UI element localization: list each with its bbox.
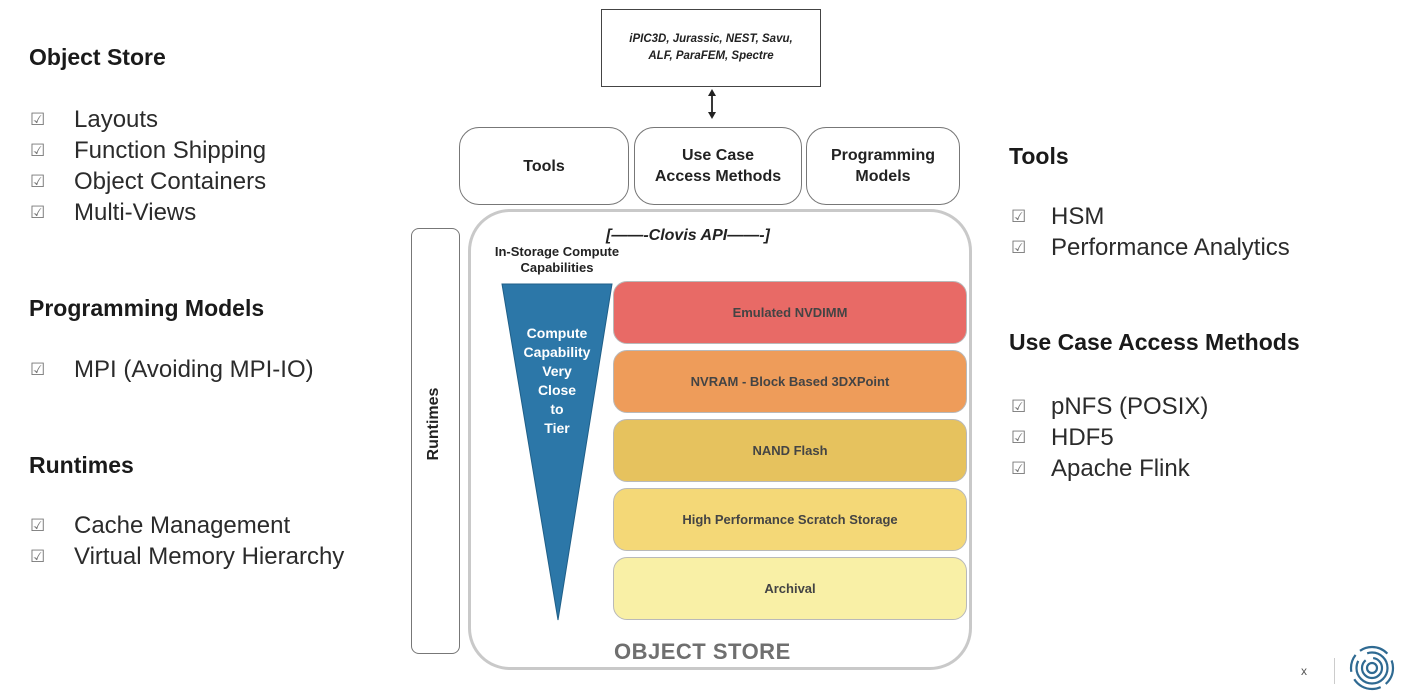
object-store-label: OBJECT STORE (614, 639, 791, 664)
list-item: ☑ HSM (1011, 201, 1290, 232)
tier-label: High Performance Scratch Storage (682, 512, 898, 527)
runtimes-bar (411, 228, 460, 654)
list-item: ☑ Layouts (30, 104, 266, 135)
double-arrow-icon (708, 89, 716, 119)
list-item-label: Virtual Memory Hierarchy (74, 543, 345, 570)
tier-label: Archival (764, 581, 816, 596)
use-case-box-line-1: Use Case (681, 147, 755, 164)
triangle-line: Compute (526, 325, 588, 341)
in-storage-compute-line-1: In-Storage Compute (494, 244, 620, 259)
footer-divider (1334, 658, 1335, 684)
programming-models-box: Programming Models (806, 127, 960, 205)
compute-capability-triangle (501, 283, 613, 621)
list-item-label: Object Containers (74, 168, 267, 195)
checkbox-icon: ☑ (30, 110, 46, 129)
list-item: ☑ Performance Analytics (1011, 232, 1290, 263)
checkbox-icon: ☑ (30, 172, 46, 191)
runtimes-bar-label: Runtimes (425, 387, 442, 461)
list-item: ☑ pNFS (POSIX) (1011, 391, 1208, 422)
object-store-heading: Object Store (29, 44, 166, 70)
checkbox-icon: ☑ (30, 203, 46, 222)
tools-list: ☑ HSM ☑ Performance Analytics (1011, 201, 1290, 263)
list-item-label: HSM (1051, 203, 1105, 230)
checkbox-icon: ☑ (1011, 459, 1027, 478)
triangle-line: to (550, 401, 564, 417)
use-case-heading: Use Case Access Methods (1009, 329, 1300, 355)
concentric-rings-logo-icon (1349, 645, 1395, 691)
tier-archival: Archival (613, 557, 967, 620)
triangle-line: Very (542, 363, 572, 379)
list-item-label: Layouts (74, 106, 159, 133)
checkbox-icon: ☑ (30, 516, 46, 535)
clovis-api-label: [——-Clovis API——-] (606, 227, 770, 244)
checkbox-icon: ☑ (30, 360, 46, 379)
programming-models-box-line-1: Programming (830, 147, 935, 164)
list-item-label: MPI (Avoiding MPI-IO) (74, 356, 314, 383)
checkbox-icon: ☑ (1011, 238, 1027, 257)
checkbox-icon: ☑ (1011, 207, 1027, 226)
list-item: ☑ Multi-Views (30, 197, 266, 228)
runtimes-heading: Runtimes (29, 452, 134, 478)
list-item: ☑ Apache Flink (1011, 453, 1208, 484)
in-storage-compute-line-2: Capabilities (520, 260, 594, 275)
tier-nvram: NVRAM - Block Based 3DXPoint (613, 350, 967, 413)
list-item: ☑ Object Containers (30, 166, 266, 197)
tools-box: Tools (459, 127, 629, 205)
list-item: ☑ Cache Management (30, 510, 344, 541)
triangle-line: Close (537, 382, 577, 398)
list-item: ☑ Function Shipping (30, 135, 266, 166)
tier-label: NVRAM - Block Based 3DXPoint (690, 374, 890, 389)
list-item-label: Apache Flink (1051, 455, 1190, 482)
list-item-label: Cache Management (74, 512, 291, 539)
programming-models-heading: Programming Models (29, 295, 265, 321)
tools-heading: Tools (1009, 143, 1069, 169)
applications-line-1: iPIC3D, Jurassic, NEST, Savu, (629, 33, 793, 45)
checkbox-icon: ☑ (1011, 397, 1027, 416)
list-item-label: Multi-Views (74, 199, 197, 226)
tools-box-label: Tools (523, 157, 565, 175)
tier-emulated-nvdimm: Emulated NVDIMM (613, 281, 967, 344)
list-item-label: pNFS (POSIX) (1051, 393, 1209, 420)
list-item-label: Performance Analytics (1051, 234, 1290, 261)
list-item-label: HDF5 (1051, 424, 1114, 451)
use-case-list: ☑ pNFS (POSIX) ☑ HDF5 ☑ Apache Flink (1011, 391, 1208, 484)
tier-scratch-storage: High Performance Scratch Storage (613, 488, 967, 551)
programming-models-list: ☑ MPI (Avoiding MPI-IO) (30, 354, 314, 385)
applications-line-2: ALF, ParaFEM, Spectre (648, 50, 774, 62)
footer-mark: x (1301, 664, 1307, 678)
runtimes-list: ☑ Cache Management ☑ Virtual Memory Hierar… (30, 510, 344, 572)
tier-label: Emulated NVDIMM (732, 305, 848, 320)
use-case-box-line-2: Access Methods (654, 168, 782, 185)
list-item-label: Function Shipping (74, 137, 267, 164)
list-item: ☑ HDF5 (1011, 422, 1208, 453)
programming-models-box-line-2: Models (855, 168, 911, 185)
in-storage-compute-label: In-Storage Compute Capabilities (476, 244, 638, 276)
list-item: ☑ MPI (Avoiding MPI-IO) (30, 354, 314, 385)
list-item: ☑ Virtual Memory Hierarchy (30, 541, 344, 572)
use-case-box: Use Case Access Methods (634, 127, 802, 205)
object-store-list: ☑ Layouts ☑ Function Shipping ☑ Object Cont… (30, 104, 266, 228)
compute-capability-label: Compute Capability Very Close to Tier (514, 324, 600, 438)
checkbox-icon: ☑ (30, 141, 46, 160)
triangle-line: Tier (544, 420, 570, 436)
tier-label: NAND Flash (752, 443, 828, 458)
checkbox-icon: ☑ (30, 547, 46, 566)
checkbox-icon: ☑ (1011, 428, 1027, 447)
tier-nand-flash: NAND Flash (613, 419, 967, 482)
applications-box: iPIC3D, Jurassic, NEST, Savu, ALF, ParaF… (601, 9, 821, 87)
triangle-line: Capability (523, 344, 591, 360)
